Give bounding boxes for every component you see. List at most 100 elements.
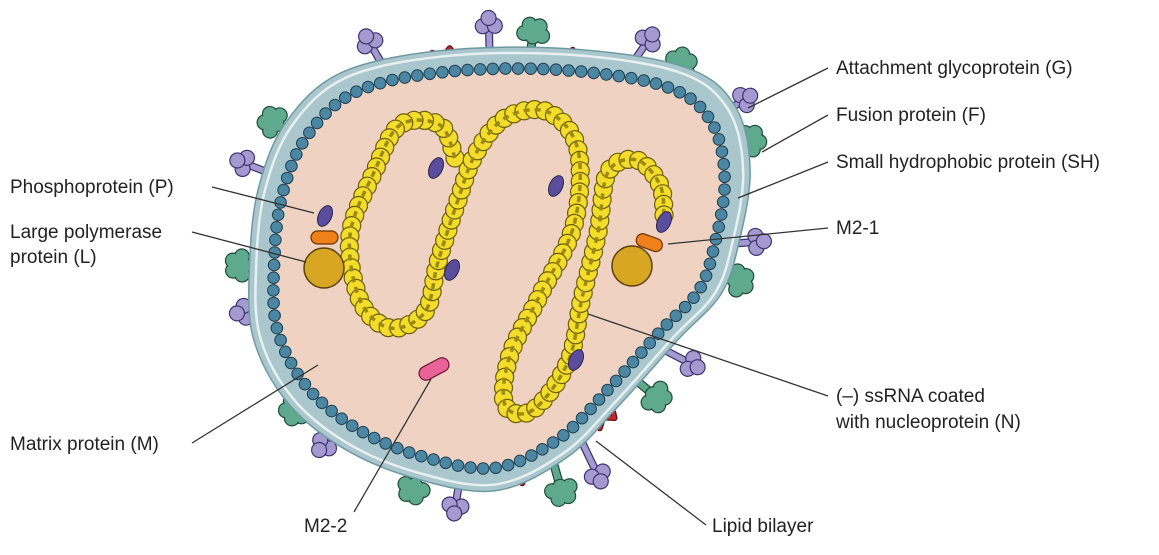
label-matrix-protein: Matrix protein (M)	[10, 434, 159, 455]
matrix-protein-bead	[291, 149, 303, 161]
label-ssrna-line1: (–) ssRNA coated	[836, 386, 985, 407]
fusion-protein-icon	[542, 475, 581, 509]
matrix-protein-bead	[437, 67, 449, 79]
matrix-protein-bead	[626, 72, 638, 84]
matrix-protein-bead	[270, 234, 282, 246]
matrix-protein-bead	[715, 209, 727, 221]
matrix-protein-bead	[299, 378, 311, 390]
matrix-protein-bead	[627, 356, 639, 368]
matrix-protein-bead	[670, 310, 682, 322]
matrix-protein-bead	[636, 347, 648, 359]
matrix-protein-bead	[704, 258, 716, 270]
matrix-protein-bead	[685, 93, 697, 105]
matrix-protein-bead	[661, 319, 673, 331]
matrix-protein-bead	[662, 82, 674, 94]
matrix-protein-bead	[694, 101, 706, 113]
matrix-protein-bead	[576, 412, 588, 424]
polymerase-icon	[612, 246, 652, 286]
label-lipid-bilayer: Lipid bilayer	[712, 516, 814, 537]
matrix-protein-bead	[512, 63, 524, 75]
leader-lipid-bilayer	[596, 441, 706, 525]
matrix-protein-bead	[477, 463, 489, 475]
matrix-protein-bead	[336, 413, 348, 425]
matrix-protein-bead	[688, 292, 700, 304]
matrix-protein-bead	[601, 69, 613, 81]
matrix-protein-bead	[351, 86, 363, 98]
matrix-protein-bead	[452, 460, 464, 472]
matrix-protein-bead	[316, 397, 328, 409]
matrix-protein-bead	[500, 63, 512, 75]
matrix-protein-bead	[537, 444, 549, 456]
matrix-protein-bead	[374, 77, 386, 89]
matrix-protein-bead	[644, 337, 656, 349]
matrix-protein-bead	[547, 437, 559, 449]
matrix-protein-bead	[585, 403, 597, 415]
matrix-protein-bead	[440, 457, 452, 469]
matrix-protein-bead	[588, 67, 600, 79]
matrix-protein-bead	[357, 426, 369, 438]
matrix-protein-bead	[679, 301, 691, 313]
matrix-protein-bead	[558, 430, 570, 442]
matrix-protein-bead	[707, 246, 719, 258]
matrix-protein-bead	[281, 172, 293, 184]
polymerase-icon	[304, 248, 344, 288]
matrix-protein-bead	[268, 285, 280, 297]
label-fusion-protein: Fusion protein (F)	[836, 105, 986, 126]
matrix-protein-bead	[412, 70, 424, 82]
matrix-protein-bead	[719, 171, 731, 183]
label-m2-2: M2-2	[304, 516, 347, 537]
matrix-protein-bead	[275, 334, 287, 346]
label-large-polymerase-line1: Large polymerase	[10, 222, 162, 243]
attachment-glycoprotein-icon	[225, 145, 256, 179]
matrix-protein-bead	[268, 259, 280, 271]
matrix-protein-bead	[304, 127, 316, 139]
matrix-protein-bead	[538, 63, 550, 75]
matrix-protein-bead	[474, 64, 486, 76]
matrix-protein-bead	[278, 184, 290, 196]
matrix-protein-bead	[700, 270, 712, 282]
attachment-glycoprotein-icon	[747, 227, 772, 256]
leader-attachment-glycoprotein	[748, 68, 828, 108]
matrix-protein-bead	[416, 450, 428, 462]
matrix-protein-bead	[380, 438, 392, 450]
matrix-protein-bead	[487, 63, 499, 75]
matrix-protein-bead	[329, 99, 341, 111]
matrix-protein-bead	[462, 64, 474, 76]
matrix-protein-bead	[268, 297, 280, 309]
matrix-protein-bead	[695, 281, 707, 293]
matrix-protein-bead	[268, 272, 280, 284]
matrix-protein-bead	[307, 388, 319, 400]
matrix-protein-bead	[709, 122, 721, 134]
matrix-protein-bead	[610, 375, 622, 387]
matrix-protein-bead	[490, 462, 502, 474]
matrix-protein-bead	[285, 357, 297, 369]
label-large-polymerase-line2: protein (L)	[10, 247, 97, 268]
matrix-protein-bead	[326, 405, 338, 417]
matrix-protein-bead	[399, 72, 411, 84]
matrix-protein-bead	[619, 366, 631, 378]
label-ssrna-line2: with nucleoprotein (N)	[835, 412, 1021, 433]
matrix-protein-bead	[297, 138, 309, 150]
matrix-protein-bead	[567, 421, 579, 433]
matrix-protein-bead	[602, 384, 614, 396]
label-phosphoprotein: Phosphoprotein (P)	[10, 177, 174, 198]
matrix-protein-bead	[717, 196, 729, 208]
matrix-protein-bead	[424, 68, 436, 80]
matrix-protein-bead	[502, 459, 514, 471]
matrix-protein-bead	[719, 184, 731, 196]
matrix-protein-bead	[575, 66, 587, 78]
phosphoprotein-icon	[311, 231, 338, 244]
matrix-protein-bead	[550, 64, 562, 76]
matrix-protein-bead	[286, 160, 298, 172]
attachment-glycoprotein-icon	[440, 496, 470, 523]
matrix-protein-bead	[593, 394, 605, 406]
attachment-glycoprotein-icon	[475, 10, 503, 34]
matrix-protein-bead	[718, 158, 730, 170]
fusion-protein-icon	[515, 16, 552, 47]
matrix-protein-bead	[320, 108, 332, 120]
attachment-glycoprotein-icon	[351, 23, 386, 56]
label-attachment-glycoprotein: Attachment glycoprotein (G)	[836, 58, 1073, 79]
matrix-protein-bead	[449, 65, 461, 77]
leader-small-hydrophobic-protein	[738, 162, 828, 198]
